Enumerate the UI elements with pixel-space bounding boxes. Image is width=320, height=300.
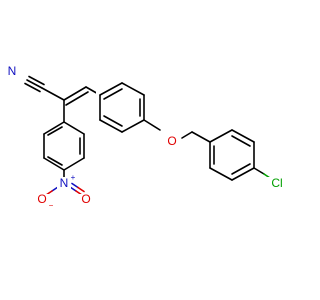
charge-nitro-o-minus: − — [49, 201, 54, 210]
ring-b-h1 — [99, 82, 123, 96]
ring-c-bond-2 — [231, 129, 255, 143]
bond-triple-a — [26, 79, 43, 89]
bond-o-ch2 — [181, 131, 193, 139]
bond-vinyl-single — [63, 86, 87, 101]
bond-triple-c — [24, 82, 41, 93]
ring-c-bond-1 — [209, 129, 233, 143]
bond-ring-cl — [253, 167, 265, 175]
ring-nitrophenyl — [43, 121, 85, 171]
molecule-diagram: N O Cl N + O − O — [5, 64, 288, 211]
atom-labels: N O Cl N + O − O — [5, 64, 288, 210]
ring-a-bond-3 — [63, 157, 85, 171]
ring-a-bond-6 — [43, 121, 65, 135]
ring-b-inner-1 — [103, 88, 123, 100]
ring-b-h2 — [121, 82, 145, 96]
vinyl-bond — [63, 86, 101, 123]
molecule-structure: N O Cl N + O − O — [5, 64, 288, 211]
ring-c-inner-2 — [231, 163, 251, 175]
ring-c-bond-5 — [209, 167, 233, 181]
label-bg-nitro-o-left — [35, 194, 49, 208]
label-bg-nitro-n — [57, 177, 71, 190]
ring-a-inner-2 — [47, 156, 63, 166]
nitrile-group — [24, 75, 65, 101]
ring-phenylene-hex — [96, 82, 152, 150]
ring-a-bond-4 — [43, 157, 65, 171]
atom-label-ether-o: O — [167, 134, 176, 148]
atom-label-nitro-o-left: O — [37, 192, 46, 206]
charge-nitro-n-plus: + — [71, 173, 76, 182]
bond-triple-b — [28, 75, 45, 86]
ring-c-inner-1 — [231, 135, 251, 147]
label-bg-ether-o — [165, 135, 179, 149]
ring-c-bond-4 — [231, 167, 255, 181]
ether-linkage — [143, 119, 211, 143]
bond-c-cn — [41, 87, 65, 101]
bond-vinyl-double — [65, 91, 89, 106]
ring-b-h5 — [99, 119, 123, 133]
ring-chlorophenyl — [209, 129, 271, 181]
atom-label-chlorine: Cl — [271, 176, 282, 190]
atom-label-nitro-o-right: O — [81, 192, 90, 206]
label-bg-cl — [266, 177, 288, 191]
ring-a-bond-1 — [63, 121, 85, 135]
bond-ring-o — [143, 119, 161, 131]
bond-n-o-right-b — [71, 182, 79, 189]
ring-b-h4 — [121, 119, 145, 133]
ring-a-inner-3 — [47, 126, 63, 136]
atom-label-nitrile-n: N — [8, 64, 17, 78]
ring-b-inner-3 — [103, 115, 123, 127]
bond-n-o-right-b-o — [77, 186, 85, 193]
label-bg-nitro-o-right — [79, 194, 93, 208]
bond-ch2-ring — [191, 131, 211, 143]
atom-label-nitro-n: N — [60, 176, 69, 190]
label-bg-nitrile-n — [5, 64, 19, 78]
